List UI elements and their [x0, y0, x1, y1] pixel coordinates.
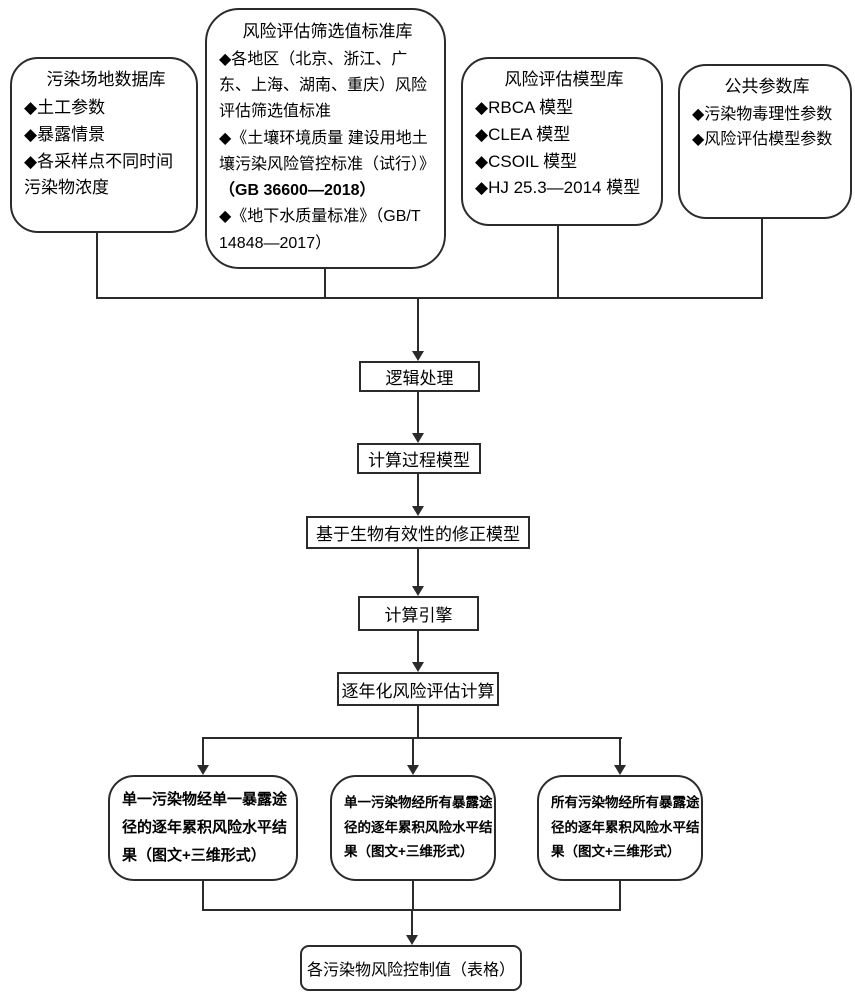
arrow-down-icon: [412, 351, 424, 361]
connector-line: [324, 267, 326, 297]
source-box-item: ◆风险评估模型参数: [692, 131, 833, 149]
step-label: 计算过程模型: [368, 451, 470, 470]
connector-line: [417, 299, 419, 352]
output-box-lines: 单一污染物经所有暴露途径的逐年累积风险水平结果（图文+三维形式）: [344, 791, 493, 866]
arrow-down-icon: [406, 935, 418, 945]
final-box-risk-control-values: 各污染物风险控制值（表格）: [300, 945, 522, 991]
source-box-item: ◆《地下水质量标准》（GB/T 14848—2017）: [219, 208, 421, 252]
connector-line: [412, 881, 414, 911]
source-box-screening-standards: 风险评估筛选值标准库 ◆各地区（北京、浙江、广东、上海、湖南、重庆）风险评估筛选…: [205, 8, 446, 269]
source-box-item: ◆暴露情景: [24, 124, 106, 144]
source-box-common-parameters: 公共参数库 ◆污染物毒理性参数 ◆风险评估模型参数: [678, 64, 852, 219]
connector-line: [411, 911, 413, 936]
connector-bus-line: [202, 909, 621, 911]
output-box-line: 果（图文+三维形式）: [122, 846, 266, 864]
step-box-bioavailability-correction-model: 基于生物有效性的修正模型: [306, 516, 530, 549]
source-box-model-library: 风险评估模型库 ◆RBCA 模型 ◆CLEA 模型 ◆CSOIL 模型 ◆HJ 25.…: [461, 57, 663, 226]
connector-line: [417, 631, 419, 662]
source-box-item: ◆土工参数: [24, 97, 106, 117]
connector-line: [619, 881, 621, 911]
step-label: 逐年化风险评估计算: [341, 681, 495, 701]
step-box-annualized-risk-assessment: 逐年化风险评估计算: [337, 672, 499, 706]
output-box-lines: 所有污染物经所有暴露途径的逐年累积风险水平结果（图文+三维形式）: [551, 791, 700, 866]
output-box-line: 单一污染物经所有暴露途: [344, 794, 493, 810]
source-box-title: 风险评估筛选值标准库: [242, 22, 413, 41]
source-box-site-database: 污染场地数据库 ◆土工参数 ◆暴露情景 ◆各采样点不同时间污染物浓度: [10, 57, 198, 233]
connector-line: [557, 224, 559, 297]
final-box-label: 各污染物风险控制值（表格）: [306, 962, 515, 979]
source-box-item: ◆各地区（北京、浙江、广东、上海、湖南、重庆）风险评估筛选值标准: [219, 50, 428, 121]
source-box-item: ◆CLEA 模型: [475, 124, 571, 144]
output-box-line: 单一污染物经单一暴露途: [122, 791, 288, 809]
output-box-all-pollutants-all-pathways: 所有污染物经所有暴露途径的逐年累积风险水平结果（图文+三维形式）: [537, 775, 703, 881]
arrow-down-icon: [407, 765, 419, 775]
arrow-down-icon: [412, 506, 424, 516]
connector-line: [417, 706, 419, 739]
source-box-title: 污染场地数据库: [46, 70, 166, 89]
source-box-items: ◆各地区（北京、浙江、广东、上海、湖南、重庆）风险评估筛选值标准 ◆《土壤环境质量…: [219, 47, 436, 257]
arrow-down-icon: [412, 433, 424, 443]
source-box-item: ◆污染物毒理性参数: [692, 105, 833, 123]
connector-bus-line: [96, 297, 763, 299]
connector-line: [202, 881, 204, 911]
step-box-calculation-engine: 计算引擎: [358, 596, 479, 631]
arrow-down-icon: [197, 765, 209, 775]
source-box-item: ◆HJ 25.3—2014 模型: [475, 178, 641, 198]
output-box-line: 果（图文+三维形式）: [551, 844, 681, 860]
step-label: 基于生物有效性的修正模型: [316, 525, 520, 544]
source-box-item: （GB 36600—2018）: [219, 182, 376, 200]
source-box-item: ◆CSOIL 模型: [475, 151, 578, 171]
source-box-title: 风险评估模型库: [504, 70, 624, 89]
arrow-down-icon: [412, 662, 424, 672]
connector-line: [202, 739, 204, 765]
output-box-line: 果（图文+三维形式）: [344, 844, 474, 860]
output-box-line: 径的逐年累积风险水平结: [344, 819, 493, 835]
output-box-single-pollutant-single-pathway: 单一污染物经单一暴露途径的逐年累积风险水平结果（图文+三维形式）: [108, 775, 298, 881]
connector-line: [761, 217, 763, 297]
source-box-item: ◆各采样点不同时间污染物浓度: [24, 151, 174, 198]
source-box-item: ◆RBCA 模型: [475, 97, 574, 117]
step-box-logic-processing: 逻辑处理: [359, 361, 480, 392]
source-box-items: ◆RBCA 模型 ◆CLEA 模型 ◆CSOIL 模型 ◆HJ 25.3—2014 模…: [475, 95, 653, 202]
output-box-single-pollutant-all-pathways: 单一污染物经所有暴露途径的逐年累积风险水平结果（图文+三维形式）: [330, 775, 496, 881]
connector-line: [417, 474, 419, 506]
source-box-items: ◆污染物毒理性参数 ◆风险评估模型参数: [692, 102, 842, 153]
source-box-title: 公共参数库: [724, 77, 810, 96]
arrow-down-icon: [412, 586, 424, 596]
step-label: 逻辑处理: [385, 369, 454, 388]
source-box-items: ◆土工参数 ◆暴露情景 ◆各采样点不同时间污染物浓度: [24, 95, 188, 202]
step-label: 计算引擎: [384, 606, 453, 625]
source-box-item: ◆《土壤环境质量 建设用地土壤污染风险管控标准（试行）》: [219, 129, 436, 173]
connector-line: [96, 231, 98, 297]
output-box-line: 所有污染物经所有暴露途: [551, 794, 700, 810]
output-box-line: 径的逐年累积风险水平结: [122, 819, 288, 837]
step-box-calculation-process-model: 计算过程模型: [357, 443, 481, 474]
connector-bus-line: [202, 737, 622, 739]
connector-line: [412, 739, 414, 765]
connector-line: [619, 739, 621, 765]
arrow-down-icon: [614, 765, 626, 775]
connector-line: [417, 392, 419, 433]
output-box-line: 径的逐年累积风险水平结: [551, 819, 700, 835]
connector-line: [417, 549, 419, 586]
output-box-lines: 单一污染物经单一暴露途径的逐年累积风险水平结果（图文+三维形式）: [122, 786, 288, 869]
